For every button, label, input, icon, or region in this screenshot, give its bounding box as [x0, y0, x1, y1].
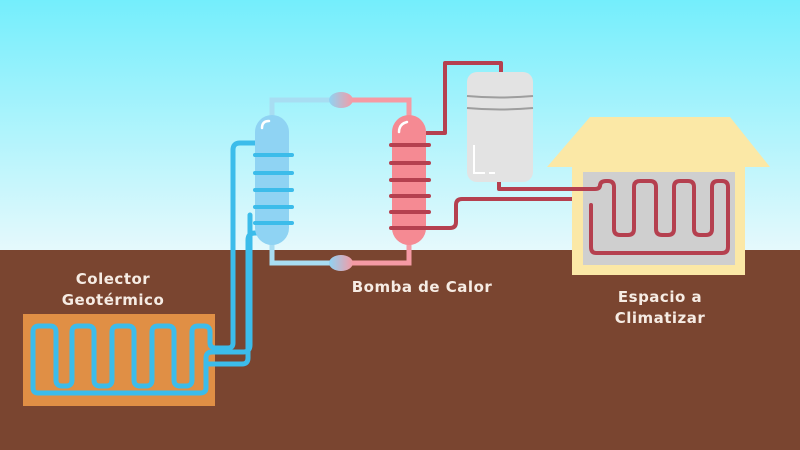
ground-collector: Colector Geotérmico — [23, 140, 288, 406]
house: Espacio a Climatizar — [538, 117, 770, 327]
tank-band — [466, 95, 534, 99]
condenser — [389, 115, 431, 245]
tank-band — [466, 107, 534, 111]
house-interior — [583, 172, 735, 265]
collector-label-line2: Geotérmico — [62, 291, 165, 309]
evaporator — [253, 115, 294, 245]
refrigerant-pipe-top-hot — [352, 97, 412, 117]
compressor-valve-icon — [329, 92, 353, 108]
evaporator-coils — [253, 153, 294, 225]
space-label-line2: Climatizar — [615, 309, 706, 327]
space-label-line1: Espacio a — [618, 288, 702, 306]
refrigerant-pipe-bottom-hot — [352, 242, 412, 266]
refrigerant-pipe-bottom-cold — [269, 242, 330, 266]
tank-highlight — [473, 145, 495, 174]
storage-tank — [466, 72, 534, 182]
condenser-highlight — [397, 120, 409, 134]
collector-label-line1: Colector — [76, 270, 150, 288]
house-roof — [547, 117, 770, 167]
tank-body — [467, 72, 533, 182]
refrigerant-pipe-top-cold — [269, 97, 330, 117]
floor-heating-coil — [538, 179, 730, 255]
collector-return-pipe — [203, 230, 265, 367]
evaporator-body — [255, 115, 289, 245]
heat-pump-label: Bomba de Calor — [352, 278, 493, 296]
expansion-valve-icon — [329, 255, 353, 271]
evaporator-highlight — [260, 119, 271, 130]
condenser-coils — [389, 143, 431, 230]
hot-pipe-to-tank — [426, 61, 503, 135]
collector-coil — [30, 147, 253, 396]
collector-supply-pipe — [230, 140, 288, 151]
